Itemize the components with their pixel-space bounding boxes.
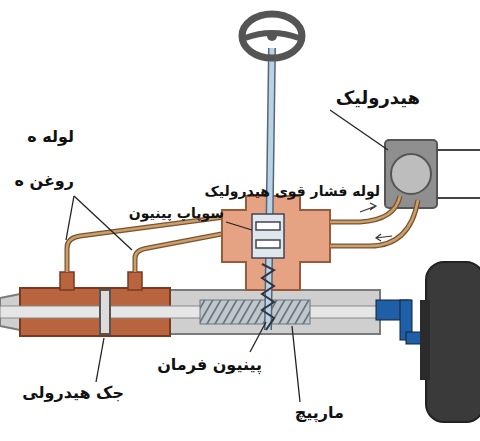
part-label: لوله فشار قوی هیدرولیک [205, 184, 381, 199]
piston [100, 290, 110, 334]
part-label: مارپیچ [295, 404, 344, 422]
rack-teeth [200, 300, 310, 324]
wheel [420, 262, 480, 422]
rack-housing [0, 272, 380, 336]
part-label: هیدرولیک [336, 88, 420, 108]
part-label: جک هیدرولی [22, 384, 124, 402]
part-label: سوپاپ پینیون [129, 206, 224, 221]
high-pressure-pipes [330, 196, 418, 246]
leader-lines [66, 110, 388, 402]
part-label: روغن ه [15, 172, 75, 190]
oil-pipes [67, 216, 232, 272]
valve-housing [222, 196, 330, 290]
steering-wheel [242, 14, 302, 58]
part-label: لوله ه [27, 128, 74, 146]
part-label: پینیون فرمان [157, 356, 262, 374]
pinion [262, 264, 274, 330]
